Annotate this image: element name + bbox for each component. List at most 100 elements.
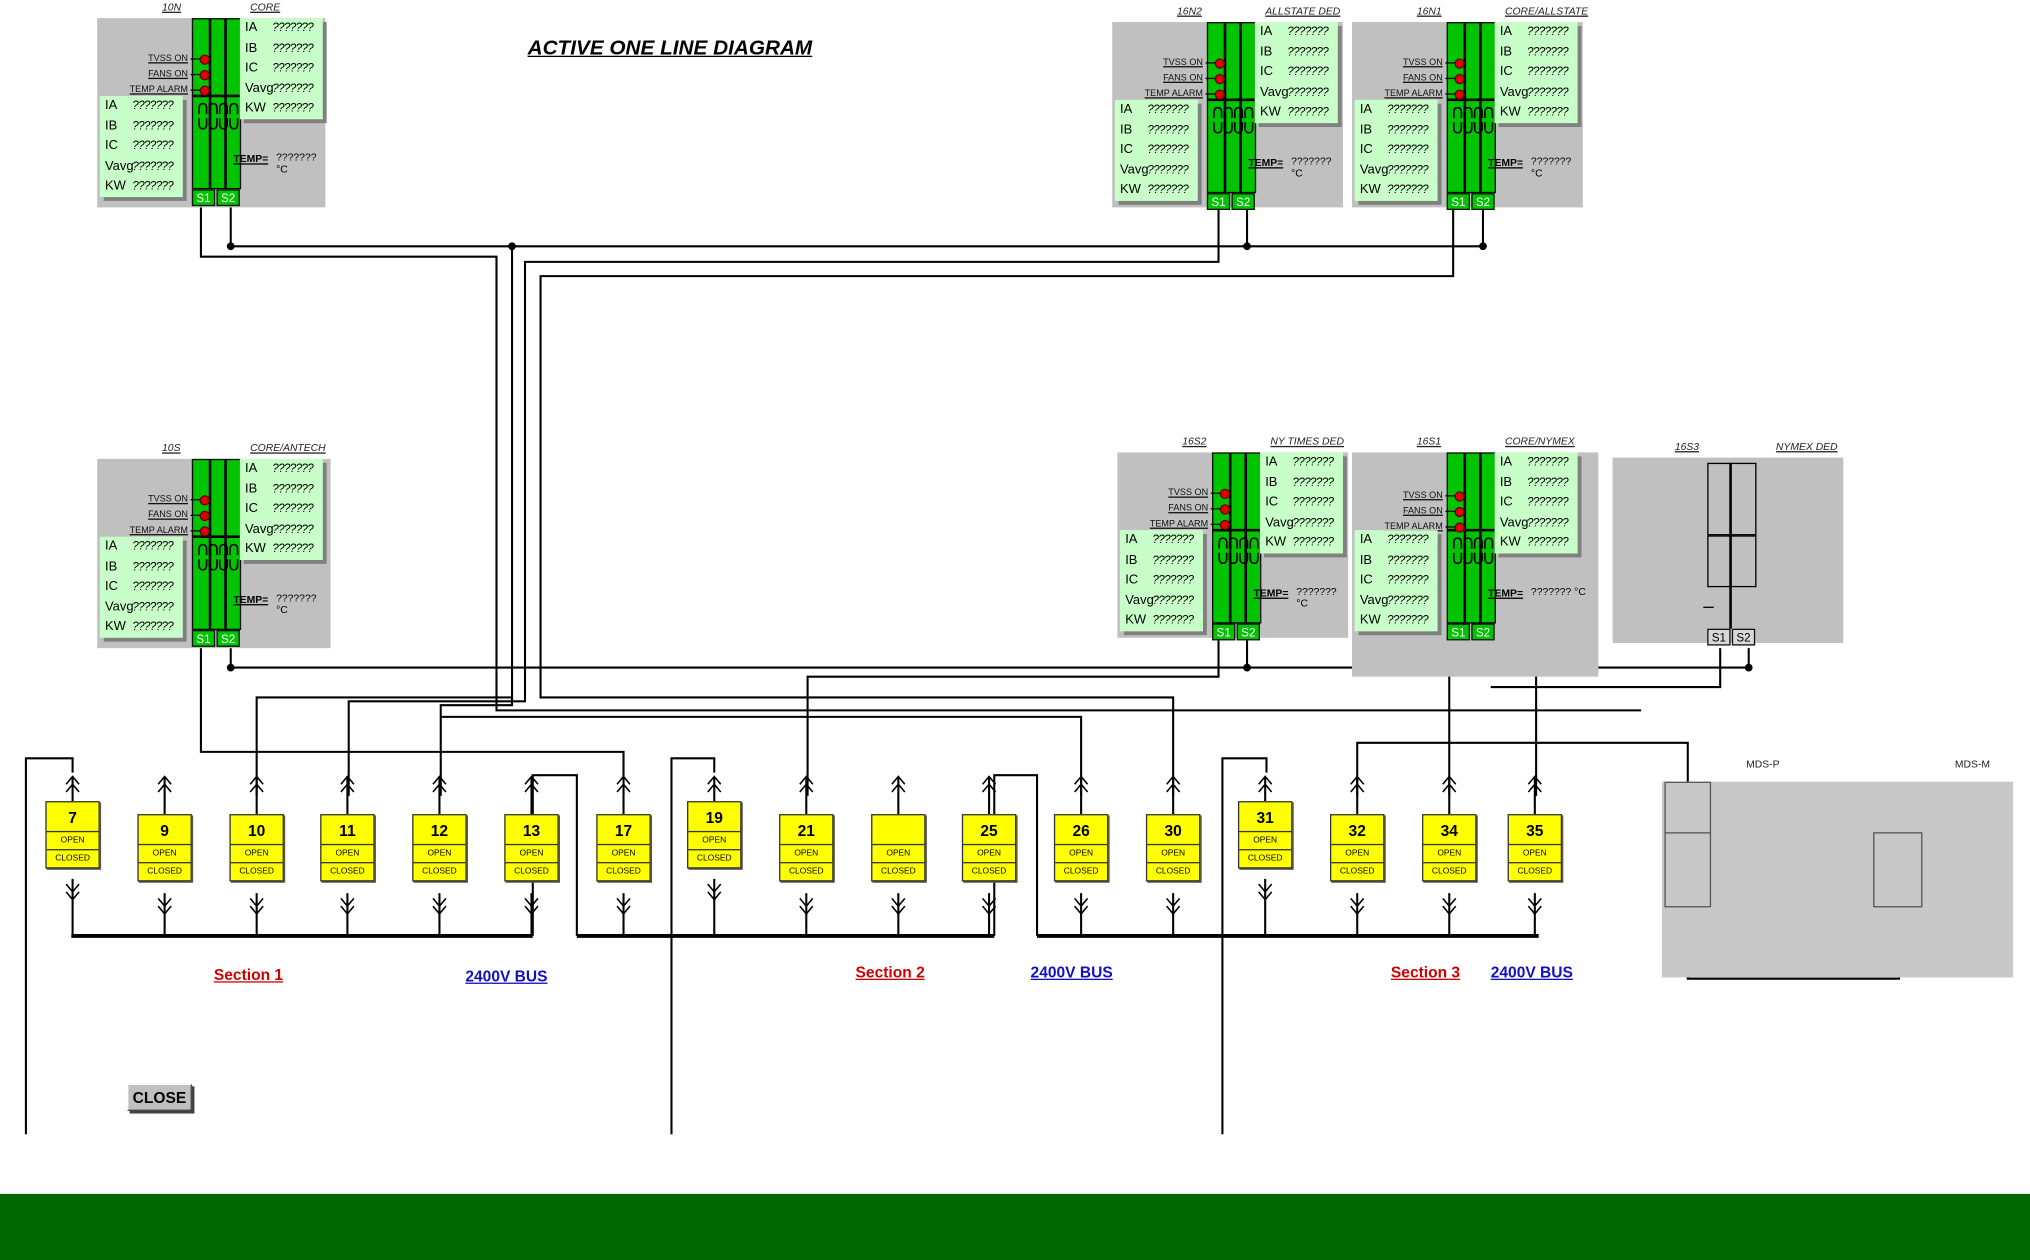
breaker-open-label[interactable]: OPEN — [321, 845, 374, 864]
breaker-closed-label[interactable]: CLOSED — [514, 867, 549, 877]
meter-label: IC — [1499, 495, 1513, 510]
meter-value: ??????? — [1387, 613, 1429, 627]
meter-value: ??????? — [1287, 105, 1329, 118]
wire — [1247, 207, 1485, 248]
meter-secondary: IA???????IB???????IC???????Vavg???????KW… — [1254, 22, 1338, 123]
breaker-closed-label[interactable]: CLOSED — [239, 867, 274, 877]
s2-switch[interactable]: S2 — [1471, 193, 1495, 211]
bus-label-1: 2400V BUS — [465, 967, 548, 986]
s1-switch[interactable]: S1 — [1446, 193, 1471, 211]
switch-16s3-s1[interactable]: S1 — [1707, 628, 1731, 646]
breaker-closed-label[interactable]: CLOSED — [1517, 867, 1553, 877]
breaker-open-label[interactable]: OPEN — [230, 845, 283, 864]
meter-primary: IA???????IB???????IC???????Vavg???????KW… — [1114, 99, 1198, 201]
breaker-closed-label[interactable]: CLOSED — [696, 854, 732, 864]
meter-label: Vavg — [105, 158, 134, 174]
breaker-open-label[interactable]: OPEN — [780, 845, 833, 864]
s1-switch[interactable]: S1 — [1446, 623, 1471, 641]
breaker-open-label[interactable]: OPEN — [963, 845, 1016, 864]
junction-dot — [226, 242, 235, 251]
wire — [981, 783, 997, 793]
breaker-open-label[interactable]: OPEN — [1239, 832, 1292, 851]
wire — [1350, 897, 1365, 908]
meter-value: ??????? — [272, 521, 314, 535]
s1-switch[interactable]: S1 — [1206, 193, 1231, 211]
s2-switch[interactable]: S2 — [216, 189, 240, 207]
meter-row: KW??????? — [1260, 533, 1343, 553]
breaker-open-label[interactable]: OPEN — [1331, 845, 1384, 864]
breaker-open-label[interactable]: OPEN — [1147, 845, 1200, 864]
s2-switch[interactable]: S2 — [1471, 623, 1495, 641]
breaker-closed-label[interactable]: CLOSED — [1155, 867, 1191, 877]
s1-switch[interactable]: S1 — [1212, 623, 1236, 641]
meter-value: ??????? — [1292, 535, 1334, 549]
meter-label: Vavg — [1125, 593, 1154, 608]
s1-switch[interactable]: S1 — [191, 189, 216, 207]
meter-row: Vavg??????? — [1120, 590, 1203, 610]
breaker-closed-label[interactable]: CLOSED — [1339, 867, 1375, 877]
breaker-closed-label[interactable]: CLOSED — [606, 867, 641, 877]
breaker-open-label[interactable]: OPEN — [1055, 845, 1108, 864]
breaker-closed-label[interactable]: CLOSED — [788, 867, 824, 877]
breaker-open-label[interactable]: OPEN — [413, 845, 466, 864]
breaker-open-label[interactable]: OPEN — [505, 845, 558, 864]
breaker-closed-label[interactable]: CLOSED — [330, 867, 365, 877]
breaker-closed-label[interactable]: CLOSED — [1247, 854, 1283, 864]
breaker-closed-label[interactable]: CLOSED — [971, 867, 1007, 877]
meter-row: IB??????? — [100, 116, 183, 136]
s2-switch[interactable]: S2 — [216, 630, 240, 647]
meter-secondary: IA???????IB???????IC???????Vavg???????KW… — [239, 18, 323, 119]
meter-label: KW — [1125, 613, 1147, 628]
breaker-blank[interactable]: OPEN CLOSED — [871, 814, 926, 882]
breaker-closed-label[interactable]: CLOSED — [55, 854, 90, 864]
s1-switch[interactable]: S1 — [191, 630, 216, 647]
alarm-led-icon — [1454, 73, 1465, 85]
breaker-open-label[interactable]: OPEN — [597, 845, 650, 864]
mds-m-cell[interactable] — [1873, 832, 1923, 908]
breaker-open-label[interactable]: OPEN — [872, 845, 925, 864]
mds-p-cell[interactable] — [1664, 781, 1712, 908]
s2-switch[interactable]: S2 — [1236, 623, 1261, 641]
meter-row: IA??????? — [1260, 452, 1343, 472]
breaker-closed-label[interactable]: CLOSED — [1063, 867, 1099, 877]
breaker-open-label[interactable]: OPEN — [1508, 845, 1561, 864]
breaker-open-label[interactable]: OPEN — [46, 832, 99, 851]
switch-16s3-s2[interactable]: S2 — [1731, 628, 1756, 646]
meter-primary: IA???????IB???????IC???????Vavg???????KW… — [1354, 99, 1438, 201]
close-button[interactable]: CLOSE — [127, 1083, 192, 1111]
breaker-open-label[interactable]: OPEN — [1423, 845, 1476, 864]
meter-value: ??????? — [1287, 44, 1329, 58]
meter-row: IB??????? — [1255, 42, 1338, 62]
breaker-closed-label[interactable]: CLOSED — [1431, 867, 1467, 877]
breaker-closed-label[interactable]: CLOSED — [880, 867, 916, 877]
breaker-open-label[interactable]: OPEN — [688, 832, 741, 851]
breaker-closed-label[interactable]: CLOSED — [147, 867, 182, 877]
s2-switch[interactable]: S2 — [1231, 193, 1255, 211]
breaker-open-label[interactable]: OPEN — [138, 845, 191, 864]
breaker-closed-label[interactable]: CLOSED — [422, 867, 457, 877]
switch-16s3[interactable]: 16S3 NYMEX DED S1 S2 — [1612, 441, 1844, 646]
meter-row: Vavg??????? — [1115, 160, 1198, 180]
